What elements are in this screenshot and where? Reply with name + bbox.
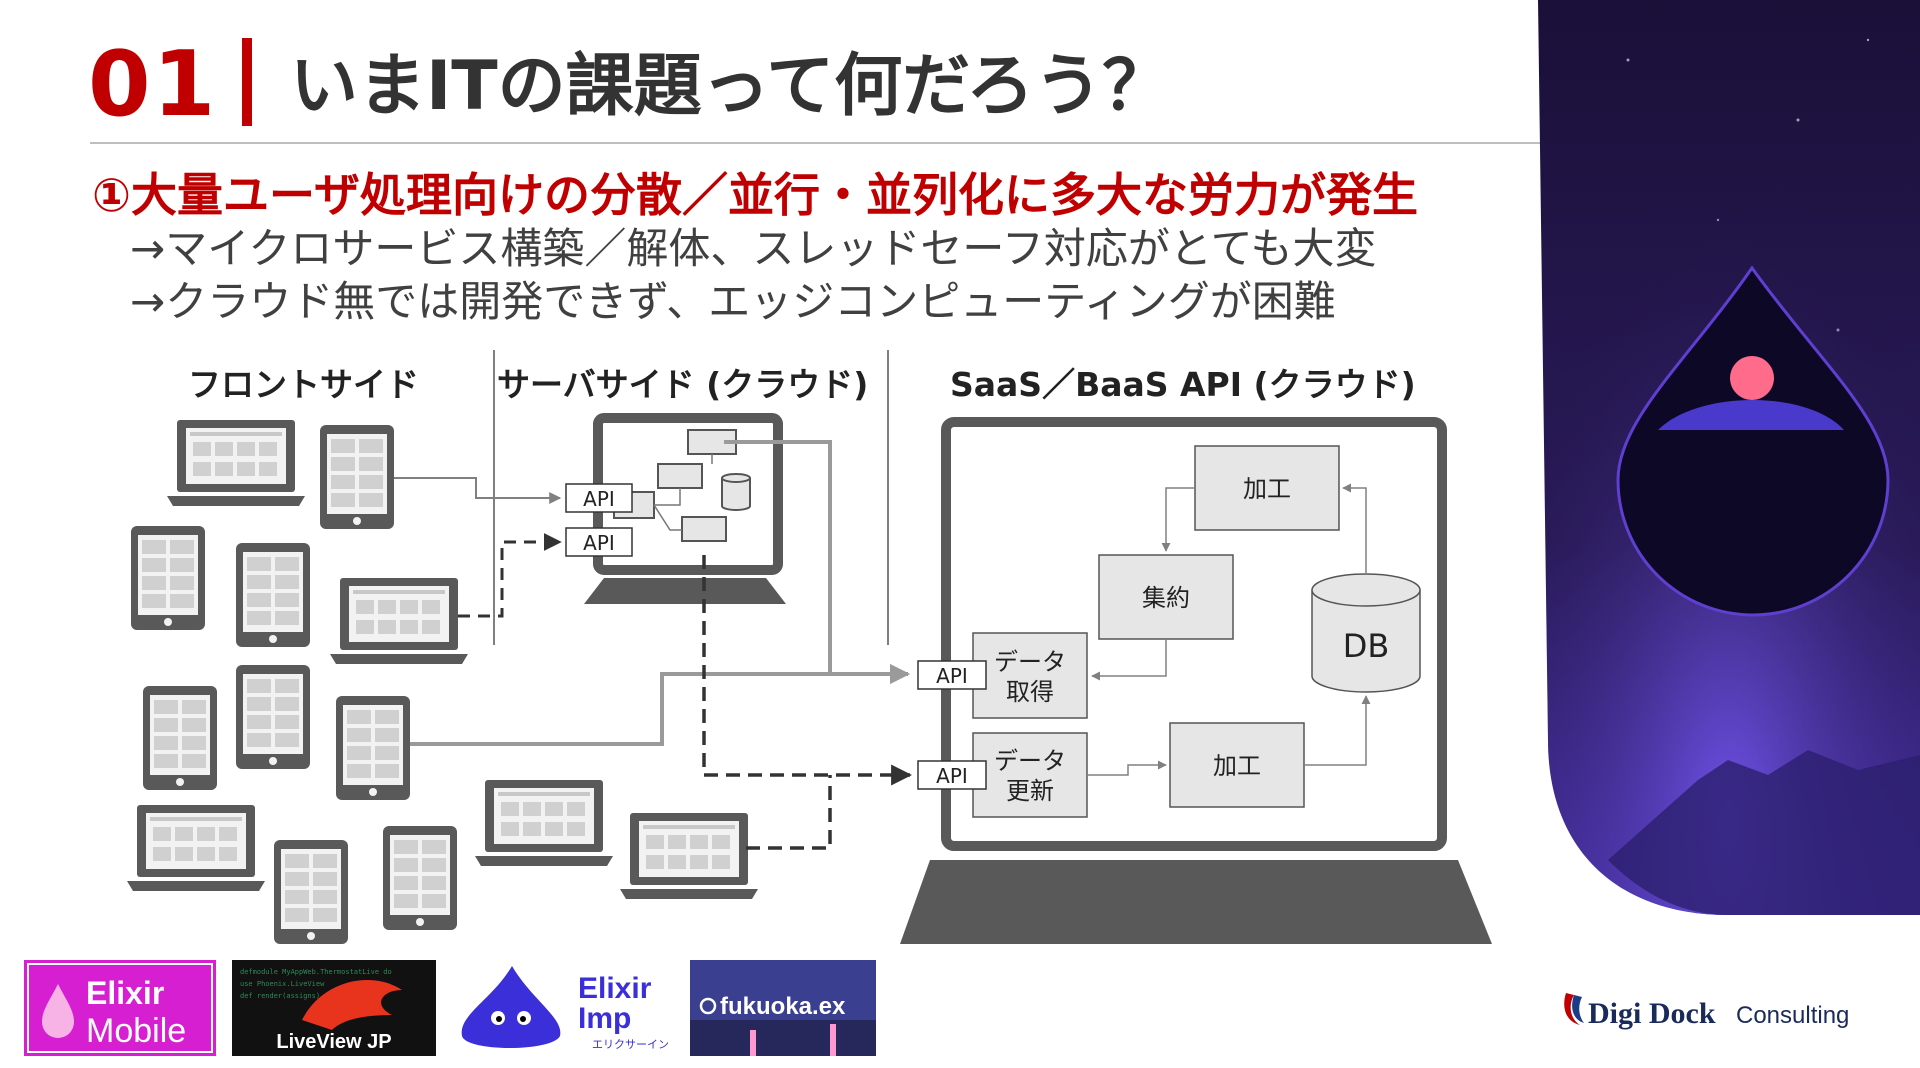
connector-server-saas-api2 — [702, 555, 913, 786]
saas-api-box-1 — [917, 660, 987, 690]
connector-shuuyaku-dataget — [1091, 639, 1167, 681]
laptop-device — [167, 420, 305, 506]
liveview-graphic: defmodule MyAppWeb.ThermostatLive do use… — [240, 968, 402, 1053]
kakou-top-box — [1194, 445, 1340, 531]
elixir-imp-text-1: Elixir — [578, 972, 652, 1005]
elixir-mobile-logo: Elixir Mobile — [24, 960, 216, 1056]
tablet-device — [383, 826, 457, 930]
elixir-mobile-graphic: Elixir Mobile — [27, 963, 213, 1053]
fukuoka-text: fukuoka.ex — [720, 993, 846, 1020]
server-api-box-1 — [565, 483, 633, 513]
laptop-device — [475, 780, 613, 866]
header-divider — [242, 38, 252, 126]
server-api-label-1: API — [583, 487, 615, 511]
laptop-device — [127, 805, 265, 891]
db-cylinder — [1311, 573, 1421, 693]
laptop-device — [620, 813, 758, 899]
data-get-box — [972, 632, 1088, 719]
svg-text:use Phoenix.LiveView: use Phoenix.LiveView — [240, 980, 325, 988]
bullet-2: →クラウド無では開発できず、エッジコンピューティングが困難 — [130, 277, 1336, 326]
saas-api-box-2 — [917, 760, 987, 790]
data-update-label-2: 更新 — [1006, 777, 1054, 805]
digidock-text-2: Consulting — [1736, 1002, 1849, 1029]
digidock-logo: Digi Dock Consulting — [1560, 985, 1900, 1049]
shuuyaku-box — [1098, 554, 1234, 640]
elixir-mobile-text-2: Mobile — [86, 1012, 186, 1050]
elixir-imp-graphic: Elixir Imp エリクサーインプ — [461, 966, 680, 1051]
tablet-device — [236, 665, 310, 769]
connector-server-saas-api1 — [724, 440, 910, 684]
kakou-top-label: 加工 — [1243, 475, 1291, 503]
decorative-panel — [1538, 0, 1920, 915]
svg-text:defmodule MyAppWeb.ThermostatL: defmodule MyAppWeb.ThermostatLive do — [240, 968, 392, 976]
elixir-imp-text-3: エリクサーインプ — [592, 1038, 668, 1051]
tablet-device — [143, 686, 217, 790]
tablet-device — [336, 696, 410, 800]
column-saas-label: SaaS／BaaS API (クラウド) — [950, 365, 1416, 404]
elixir-imp-text-2: Imp — [578, 1002, 631, 1035]
digidock-graphic: Digi Dock Consulting — [1564, 993, 1849, 1030]
digidock-mark-icon — [1564, 993, 1580, 1025]
connector-kakou-shuuyaku — [1161, 487, 1195, 552]
connector-front-api1 — [394, 477, 562, 504]
slide-number: 01 — [88, 32, 218, 137]
saas-api-label-1: API — [936, 664, 968, 688]
elixir-imp-logo: Elixir Imp エリクサーインプ — [452, 960, 680, 1056]
data-get-label-2: 取得 — [1006, 678, 1054, 706]
header-rule — [90, 142, 1540, 144]
shuuyaku-label: 集約 — [1142, 584, 1190, 612]
saas-api-label-2: API — [936, 764, 968, 788]
elixir-mobile-text-1: Elixir — [86, 975, 164, 1011]
imp-mascot-icon — [461, 966, 561, 1048]
tablet-device — [274, 840, 348, 944]
db-label: DB — [1343, 627, 1390, 665]
slide-title: いまITの課題って何だろう？ — [290, 47, 1171, 126]
drop-icon — [699, 997, 717, 1015]
connector-db-kakou — [1342, 483, 1367, 574]
column-server-label: サーバサイド (クラウド) — [497, 365, 869, 404]
digidock-text-1: Digi Dock — [1588, 997, 1716, 1030]
column-front-label: フロントサイド — [188, 365, 419, 404]
connector-front-api2 — [458, 533, 562, 618]
bullet-1: →マイクロサービス構築／解体、スレッドセーフ対応がとても大変 — [130, 224, 1377, 273]
server-api-box-2 — [565, 527, 633, 557]
tablet-device — [320, 425, 394, 529]
liveview-jp-logo: defmodule MyAppWeb.ThermostatLive do use… — [232, 960, 436, 1056]
tablet-device — [236, 543, 310, 647]
drop-icon — [42, 984, 74, 1038]
architecture-diagram: API API 加工 集約 DB データ 取得 データ 更新 加工 API AP… — [127, 350, 1492, 944]
connector-kakou-db — [1304, 695, 1371, 766]
tablet-device — [131, 526, 205, 630]
data-get-label-1: データ — [994, 648, 1066, 676]
saas-monitor — [900, 417, 1492, 944]
fukuoka-graphic: fukuoka.ex — [690, 993, 876, 1056]
server-api-label-2: API — [583, 531, 615, 555]
fukuoka-ex-logo: fukuoka.ex — [690, 960, 876, 1056]
connector-front-saas-api2 — [746, 775, 832, 850]
svg-text:def render(assigns) do: def render(assigns) do — [240, 992, 333, 1000]
phoenix-icon — [302, 980, 402, 1030]
laptop-device — [330, 578, 468, 664]
kakou-bottom-box — [1169, 722, 1305, 808]
subheading: ①大量ユーザ処理向けの分散／並行・並列化に多大な労力が発生 — [92, 168, 1419, 222]
kakou-bottom-label: 加工 — [1213, 752, 1261, 780]
connector-front-saas-api1 — [410, 664, 910, 746]
connector-dataupd-kakou — [1087, 760, 1167, 776]
liveview-text: LiveView JP — [276, 1031, 391, 1053]
data-update-label-1: データ — [994, 747, 1066, 775]
data-update-box — [972, 732, 1088, 818]
